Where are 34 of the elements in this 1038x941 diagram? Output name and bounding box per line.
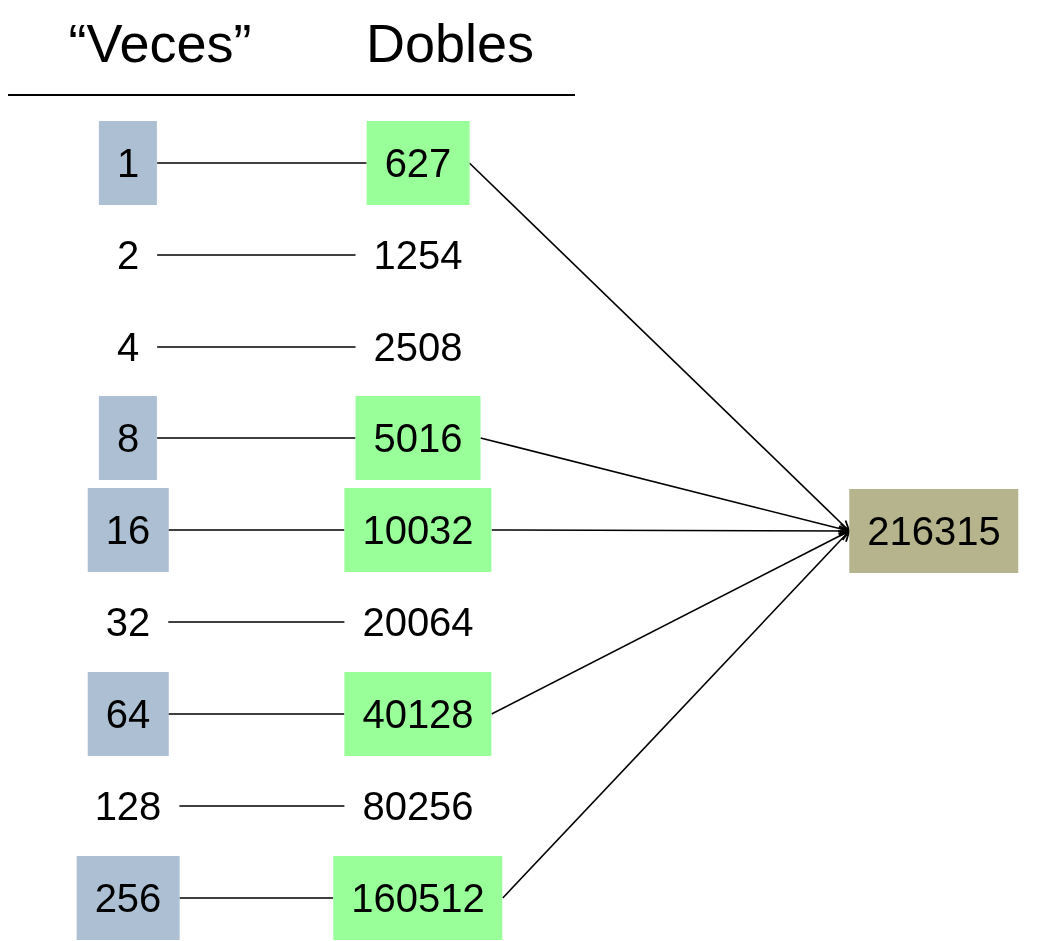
number: 1254 (355, 213, 481, 297)
number-box: 64 (87, 672, 169, 756)
number-box: 10032 (344, 488, 492, 572)
number: 128 (76, 764, 180, 848)
number: 20064 (344, 580, 492, 664)
column-header: Dobles (365, 12, 535, 75)
number: 2 (98, 213, 158, 297)
number-box: 160512 (333, 856, 503, 940)
connector-line (178, 805, 346, 807)
number-box: 256 (76, 856, 180, 940)
connector-line (178, 897, 335, 899)
connector-line (156, 162, 368, 164)
number-box: 5016 (355, 396, 481, 480)
arrow (468, 162, 851, 532)
number-box: 1 (98, 121, 158, 205)
arrow (490, 530, 851, 715)
number-box: 8 (98, 396, 158, 480)
arrow (479, 437, 851, 535)
connector-line (156, 254, 357, 256)
number: 32 (87, 580, 169, 664)
number-box: 40128 (344, 672, 492, 756)
number-box: 627 (366, 121, 470, 205)
number-box: 16 (87, 488, 169, 572)
column-header: “Veces” (68, 12, 252, 75)
connector-line (167, 529, 346, 531)
connector-line (156, 437, 357, 439)
number: 80256 (344, 764, 492, 848)
number: 2508 (355, 305, 481, 389)
connector-line (167, 621, 346, 623)
number: 4 (98, 305, 158, 389)
number-box: 216315 (849, 489, 1019, 573)
connector-line (156, 346, 357, 348)
arrow (501, 530, 851, 899)
connector-line (167, 713, 346, 715)
